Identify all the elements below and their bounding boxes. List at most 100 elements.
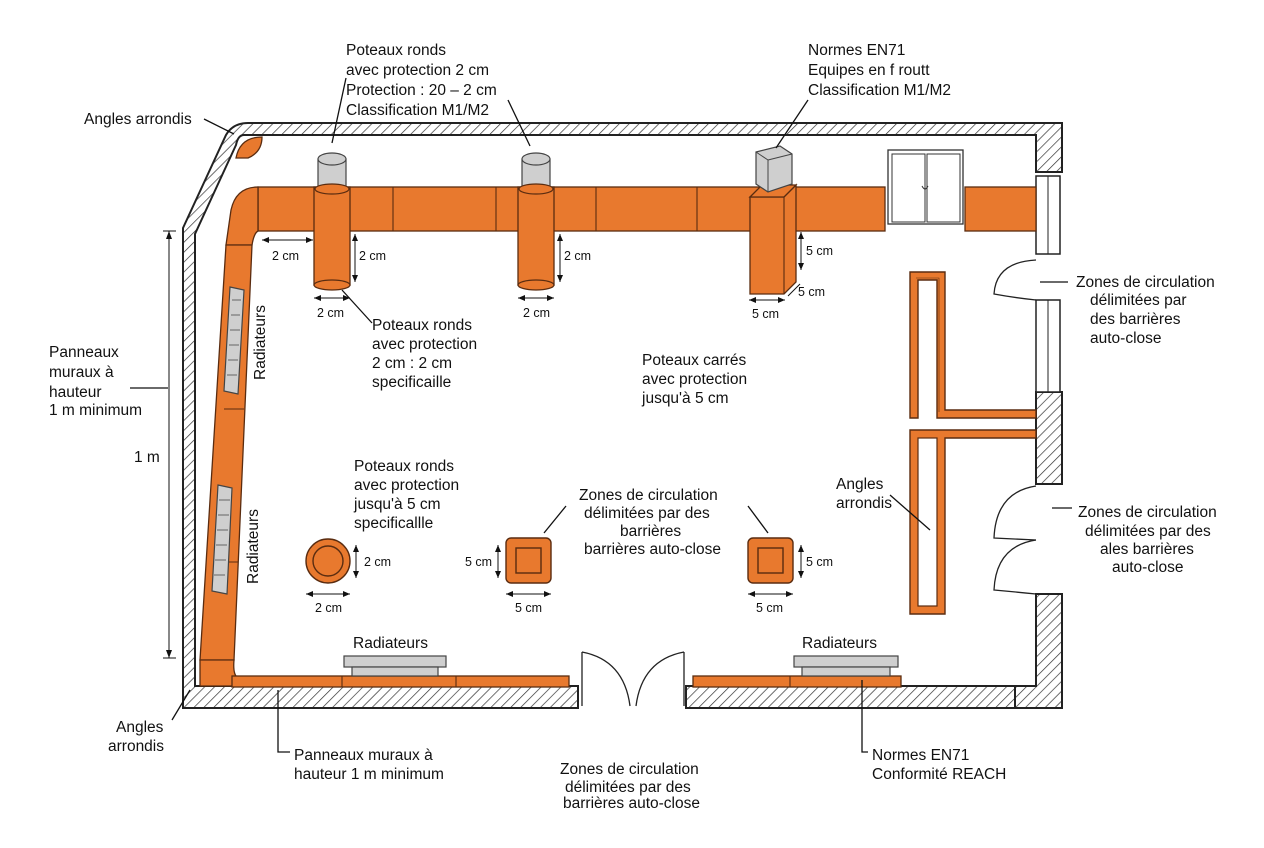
svg-text:Zones de circulation: Zones de circulation <box>560 761 699 778</box>
wall-top-left-main <box>182 122 1063 709</box>
wall-right-middle <box>1035 391 1063 485</box>
label-zones-center: Zones de circulation délimitées par des … <box>579 487 721 558</box>
dimensions <box>163 230 804 659</box>
bottom-wall-padding-left <box>231 675 570 688</box>
svg-text:délimitées par des: délimitées par des <box>1085 523 1211 540</box>
label-zones-right-bottom: Zones de circulation délimitées par des … <box>1078 504 1217 576</box>
label-angles-bottom: Angles arrondis <box>108 719 164 755</box>
svg-text:Zones de circulation: Zones de circulation <box>579 487 718 504</box>
wall-right-bottom-corner <box>1014 593 1063 709</box>
leader-lines <box>130 77 1072 753</box>
label-panneaux-left: Panneaux muraux à hauteur 1 m minimum <box>49 344 142 419</box>
text-labels: Angles arrondis Poteaux ronds avec prote… <box>49 42 1217 812</box>
square-column-mid-1 <box>505 537 552 584</box>
svg-text:muraux à: muraux à <box>49 364 114 381</box>
radiator-left-bottom <box>211 484 233 595</box>
svg-text:barrières auto-close: barrières auto-close <box>584 541 721 558</box>
cabinet-double-door <box>887 149 964 225</box>
svg-text:Normes EN71: Normes EN71 <box>872 747 969 764</box>
circulation-barrier-bottom <box>909 429 1037 615</box>
svg-text:auto-close: auto-close <box>1090 330 1162 347</box>
round-column-2 <box>517 152 555 291</box>
label-panneaux-bottom: Panneaux muraux à hauteur 1 m minimum <box>294 747 444 783</box>
radiator-left-top <box>223 286 245 395</box>
round-column-1 <box>313 152 351 291</box>
label-poteaux-top: Poteaux ronds avec protection 2 cm Prote… <box>346 42 497 119</box>
dimension-labels: 2 cm 2 cm 2 cm 2 cm 2 cm 5 cm 5 cm 5 cm … <box>272 244 833 615</box>
label-poteaux-ronds-5: Poteaux ronds avec protection jusqu'à 5 … <box>353 458 459 532</box>
square-column <box>748 145 798 295</box>
dim-round-mid-v: 2 cm <box>364 555 391 569</box>
doors <box>581 259 1037 707</box>
dim-col2-h: 2 cm <box>523 306 550 320</box>
svg-text:avec protection 2 cm: avec protection 2 cm <box>346 62 489 79</box>
label-1m: 1 m <box>134 449 160 466</box>
dim-sq-h: 5 cm <box>752 307 779 321</box>
top-right-padding <box>964 186 1037 232</box>
dim-sq-v: 5 cm <box>806 244 833 258</box>
svg-text:specificaille: specificaille <box>372 374 451 391</box>
dim-corner-2cm: 2 cm <box>272 249 299 263</box>
svg-text:Protection : 20 – 2 cm: Protection : 20 – 2 cm <box>346 82 497 99</box>
label-zones-bottom: Zones de circulation délimitées par des … <box>560 761 700 812</box>
dim-sq1-v: 5 cm <box>465 555 492 569</box>
svg-text:arrondis: arrondis <box>108 738 164 755</box>
dim-col1-v: 2 cm <box>359 249 386 263</box>
svg-text:arrondis: arrondis <box>836 495 892 512</box>
svg-text:Angles: Angles <box>116 719 164 736</box>
walls <box>182 122 1063 709</box>
label-poteaux-carres: Poteaux carrés avec protection jusqu'à 5… <box>641 352 747 407</box>
round-column-mid <box>305 538 351 584</box>
svg-text:Classification M1/M2: Classification M1/M2 <box>346 102 489 119</box>
svg-text:hauteur 1 m minimum: hauteur 1 m minimum <box>294 766 444 783</box>
label-angles-center: Angles arrondis <box>836 476 892 512</box>
svg-text:des barrières: des barrières <box>1090 311 1181 328</box>
dim-sq1-h: 5 cm <box>515 601 542 615</box>
svg-text:Normes EN71: Normes EN71 <box>808 42 905 59</box>
label-radiateurs-bottom-right: Radiateurs <box>802 635 877 652</box>
dim-sq2-v: 5 cm <box>806 555 833 569</box>
label-radiateurs-left-bottom: Radiateurs <box>245 509 262 584</box>
svg-text:1 m minimum: 1 m minimum <box>49 402 142 419</box>
svg-text:Angles: Angles <box>836 476 884 493</box>
svg-text:jusqu'à 5 cm: jusqu'à 5 cm <box>353 496 441 513</box>
svg-text:Conformité REACH: Conformité REACH <box>872 766 1006 783</box>
svg-text:Poteaux ronds: Poteaux ronds <box>346 42 446 59</box>
bottom-wall-padding-right <box>692 675 902 688</box>
svg-text:Panneaux: Panneaux <box>49 344 119 361</box>
svg-text:Panneaux muraux à: Panneaux muraux à <box>294 747 433 764</box>
svg-text:Poteaux carrés: Poteaux carrés <box>642 352 746 369</box>
label-poteaux-ronds-2: Poteaux ronds avec protection 2 cm : 2 c… <box>372 317 477 391</box>
left-wall-padding <box>199 244 253 661</box>
svg-text:Classification M1/M2: Classification M1/M2 <box>808 82 951 99</box>
svg-text:Poteaux ronds: Poteaux ronds <box>354 458 454 475</box>
dim-col2-v: 2 cm <box>564 249 591 263</box>
dim-sq2-h: 5 cm <box>756 601 783 615</box>
square-column-mid-2 <box>747 537 794 584</box>
svg-text:délimitées par: délimitées par <box>1090 292 1187 309</box>
svg-text:jusqu'à 5 cm: jusqu'à 5 cm <box>641 390 729 407</box>
dim-round-mid-h: 2 cm <box>315 601 342 615</box>
corner-round-top-left <box>235 136 263 159</box>
svg-text:avec protection: avec protection <box>642 371 747 388</box>
svg-text:Zones de circulation: Zones de circulation <box>1076 274 1215 291</box>
label-radiateurs-bottom-left: Radiateurs <box>353 635 428 652</box>
label-zones-right-top: Zones de circulation délimitées par des … <box>1076 274 1215 347</box>
corner-padding-bottom-left <box>199 659 237 687</box>
label-radiateurs-left-top: Radiateurs <box>252 305 269 380</box>
corner-padding-top-left <box>225 186 259 246</box>
svg-text:Poteaux ronds: Poteaux ronds <box>372 317 472 334</box>
svg-text:barrières auto-close: barrières auto-close <box>563 795 700 812</box>
svg-text:délimitées par des: délimitées par des <box>584 505 710 522</box>
label-normes-top: Normes EN71 Equipes en f routt Classific… <box>808 42 951 99</box>
svg-text:auto-close: auto-close <box>1112 559 1184 576</box>
svg-text:avec protection: avec protection <box>372 336 477 353</box>
dim-col1-h: 2 cm <box>317 306 344 320</box>
svg-text:2 cm : 2 cm: 2 cm : 2 cm <box>372 355 452 372</box>
svg-text:barrières: barrières <box>620 523 681 540</box>
radiator-bottom-left <box>343 655 447 677</box>
svg-text:ales barrières: ales barrières <box>1100 541 1194 558</box>
svg-text:specificallle: specificallle <box>354 515 433 532</box>
svg-text:délimitées par des: délimitées par des <box>565 779 691 796</box>
radiators <box>211 286 899 677</box>
